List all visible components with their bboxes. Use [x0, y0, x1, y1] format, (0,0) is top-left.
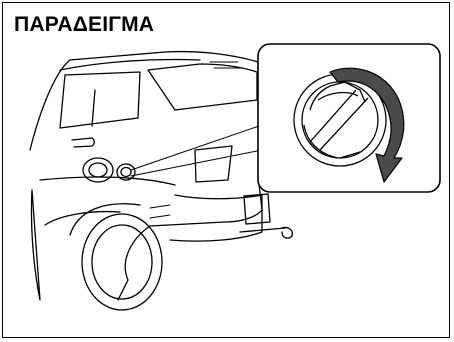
roof-line [60, 59, 200, 70]
fuel-door [83, 158, 113, 182]
car-body-outline [30, 52, 262, 300]
door-handle [72, 138, 94, 147]
callout-pointer [131, 125, 262, 176]
exhaust-pipe [282, 227, 292, 238]
tail-light [195, 146, 232, 182]
rear-wheel [82, 214, 162, 310]
rear-window [148, 64, 257, 110]
side-window [60, 72, 140, 128]
license-plate [244, 194, 270, 224]
